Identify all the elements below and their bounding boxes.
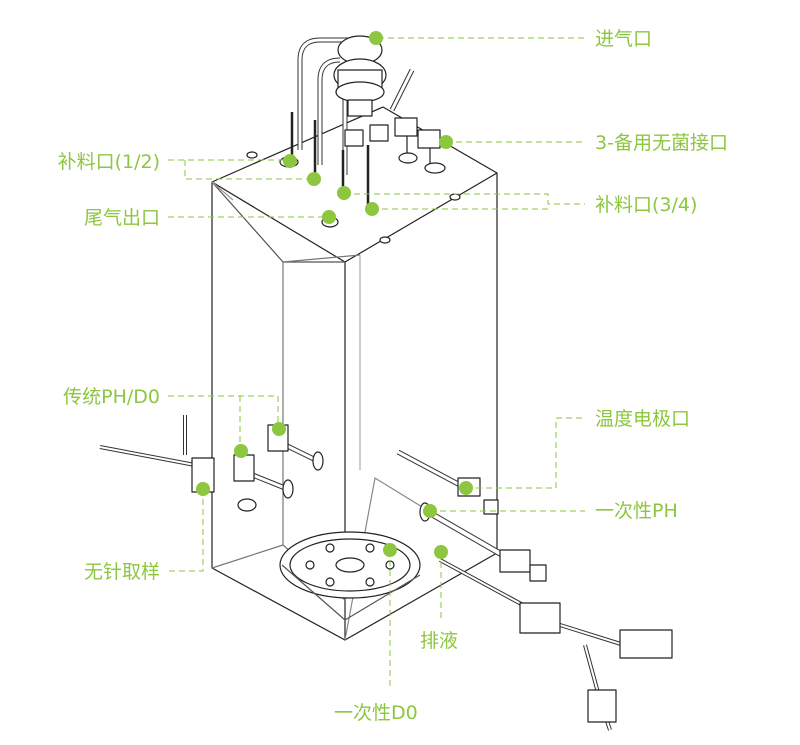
right-probes [396, 449, 673, 731]
dot-needle-free [196, 482, 210, 496]
label-spare-sterile-port: 3-备用无菌接口 [595, 132, 728, 154]
leader-trad-ph-do-a [168, 395, 279, 430]
dot-single-do [383, 543, 397, 557]
impeller-plate [279, 531, 421, 621]
dot-feed-3 [337, 186, 351, 200]
leader-needle-free [165, 489, 204, 572]
leader-feed-1-2-b [184, 160, 314, 180]
dot-drain [434, 545, 448, 559]
dot-gas-inlet [369, 31, 383, 45]
dot-temp-electrode [459, 481, 473, 495]
top-tubing [246, 35, 461, 244]
label-temperature-electrode-port: 温度电极口 [595, 408, 691, 430]
label-needle-free-sampling: 无针取样 [83, 561, 160, 583]
label-feed-port-1-2: 补料口(1/2) [57, 151, 160, 173]
dot-trad-ph [272, 422, 286, 436]
label-drain: 排液 [420, 630, 459, 652]
label-feed-port-3-4: 补料口(3/4) [595, 194, 698, 216]
dot-exhaust [322, 210, 336, 224]
label-exhaust-outlet: 尾气出口 [83, 207, 160, 229]
left-probes [99, 415, 324, 512]
leader-temp-electrode [466, 417, 585, 489]
dot-trad-do [234, 444, 248, 458]
label-gas-inlet: 进气口 [595, 28, 653, 50]
callout-dots [196, 31, 473, 559]
dot-feed-2 [307, 172, 321, 186]
bioreactor-line-art [99, 35, 673, 731]
dot-feed-1 [283, 154, 297, 168]
dot-spare-port [439, 135, 453, 149]
dot-feed-4 [365, 202, 379, 216]
label-single-use-ph: 一次性PH [595, 500, 678, 522]
dot-single-ph [423, 504, 437, 518]
label-single-use-do: 一次性D0 [334, 702, 418, 724]
label-traditional-ph-do: 传统PH/D0 [63, 386, 160, 408]
leader-lines [165, 37, 585, 690]
leader-feed-3-4-a [344, 193, 585, 205]
